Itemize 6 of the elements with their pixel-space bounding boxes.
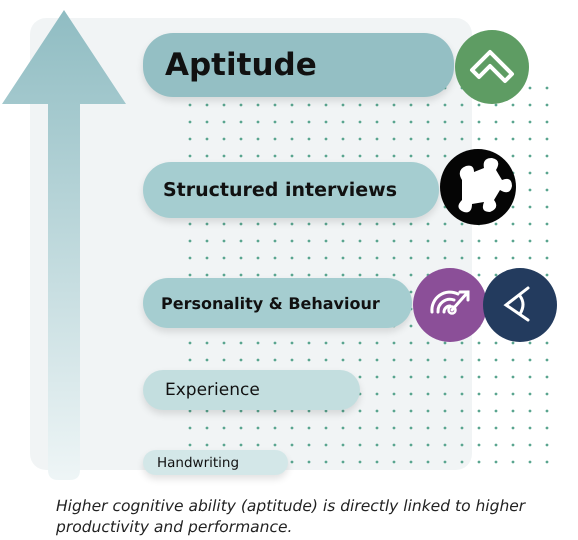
label-pill: Structured interviews — [143, 162, 439, 218]
label-pill: Personality & Behaviour — [143, 278, 412, 328]
label-pill: Experience — [143, 370, 360, 410]
label-pill: Aptitude — [143, 33, 454, 97]
label-pill: Handwriting — [143, 450, 288, 475]
caption: Higher cognitive ability (aptitude) is directly linked to higher productivity and performance. — [56, 496, 527, 538]
